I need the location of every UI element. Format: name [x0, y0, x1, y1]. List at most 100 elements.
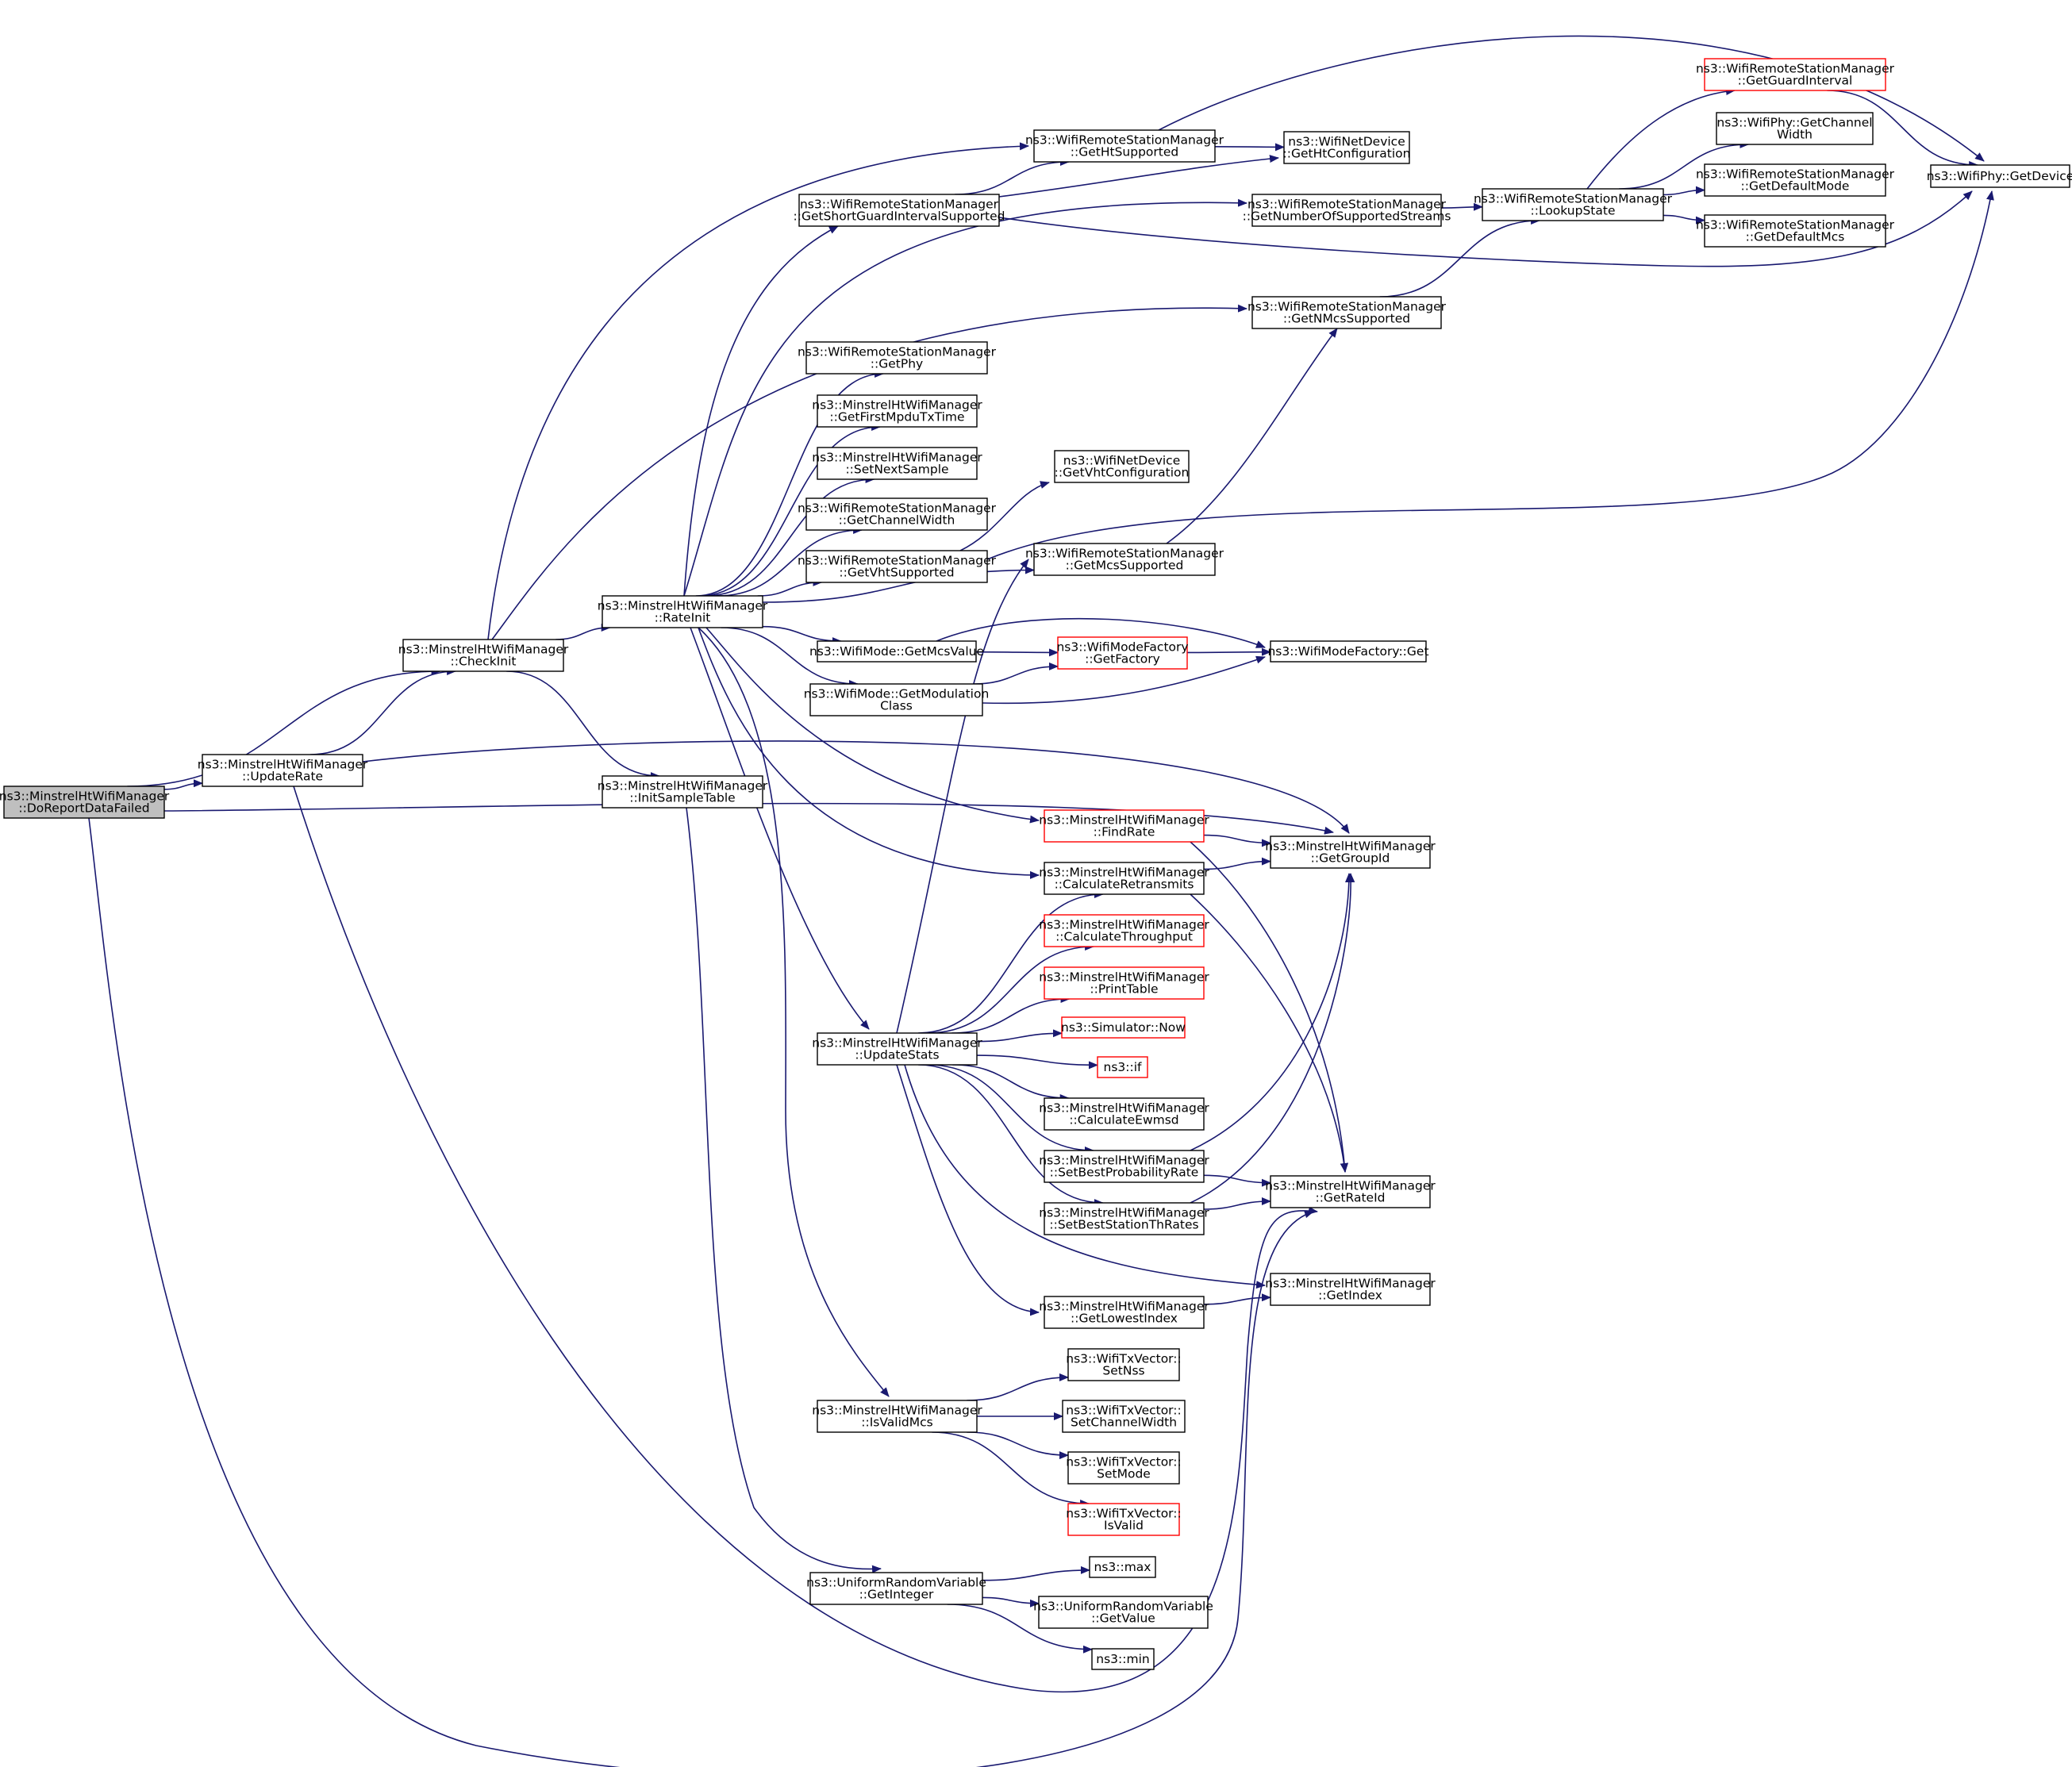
node-getgroupid[interactable]: ns3::MinstrelHtWifiManager::GetGroupId: [1265, 835, 1436, 869]
node-box: [1033, 129, 1216, 163]
node-box: [1251, 296, 1442, 329]
edge-updaterate-to-checkinit: [309, 667, 457, 755]
node-setmode[interactable]: ns3::WifiTxVector::SetMode: [1066, 1451, 1182, 1485]
node-label: ns3::max: [1094, 1560, 1151, 1574]
node-label: ::GetGroupId: [1311, 851, 1390, 866]
node-getchannelwidth[interactable]: ns3::WifiRemoteStationManager::GetChanne…: [798, 497, 997, 531]
edge-updatestats-to-setbeststation: [918, 1064, 1104, 1207]
node-box: [1930, 164, 2070, 188]
node-box: [805, 497, 988, 531]
node-simnow[interactable]: ns3::Simulator::Now: [1061, 1016, 1186, 1039]
node-label: SetMode: [1097, 1467, 1151, 1481]
node-box: [1062, 1400, 1186, 1433]
node-label: ns3::MinstrelHtWifiManager: [812, 1036, 982, 1051]
node-label: ns3::WifiRemoteStationManager: [798, 554, 997, 568]
node-label: ns3::MinstrelHtWifiManager: [1265, 1179, 1436, 1193]
node-box: [1044, 1202, 1205, 1235]
edge-checkinit-to-gethtsupported: [487, 142, 1029, 640]
node-getindex[interactable]: ns3::MinstrelHtWifiManager::GetIndex: [1265, 1273, 1436, 1306]
node-label: ::CalculateRetransmits: [1055, 878, 1194, 892]
node-label: ns3::MinstrelHtWifiManager: [812, 1404, 982, 1418]
node-printtable[interactable]: ns3::MinstrelHtWifiManager::PrintTable: [1039, 966, 1209, 1000]
node-box: [402, 639, 564, 672]
edge-updatestats-to-calcthroughput: [927, 943, 1095, 1034]
node-box: [1044, 966, 1205, 1000]
node-getvhtconfig[interactable]: ns3::WifiNetDevice::GetVhtConfiguration: [1054, 450, 1190, 483]
node-getfirstmpdu[interactable]: ns3::MinstrelHtWifiManager::GetFirstMpdu…: [812, 394, 982, 428]
node-getphy[interactable]: ns3::WifiRemoteStationManager::GetPhy: [798, 341, 997, 375]
node-calcretrans[interactable]: ns3::MinstrelHtWifiManager::CalculateRet…: [1039, 862, 1209, 895]
node-box: [1044, 809, 1205, 843]
node-box: [1057, 636, 1188, 670]
node-getdefaultmode[interactable]: ns3::WifiRemoteStationManager::GetDefaul…: [1696, 163, 1895, 197]
node-setbestprob[interactable]: ns3::MinstrelHtWifiManager::SetBestProba…: [1039, 1150, 1209, 1183]
node-gethtconfig[interactable]: ns3::WifiNetDevice::GetHtConfiguration: [1283, 131, 1411, 164]
node-getdefaultmcs[interactable]: ns3::WifiRemoteStationManager::GetDefaul…: [1696, 214, 1895, 248]
edge-getinteger-to-nsmin: [947, 1604, 1093, 1654]
node-box: [817, 640, 977, 663]
node-label: ns3::MinstrelHtWifiManager: [1039, 918, 1209, 932]
node-getmcsvalue[interactable]: ns3::WifiMode::GetMcsValue: [809, 640, 984, 663]
node-gethtsupported[interactable]: ns3::WifiRemoteStationManager::GetHtSupp…: [1025, 129, 1224, 163]
node-getrateid[interactable]: ns3::MinstrelHtWifiManager::GetRateId: [1265, 1175, 1436, 1208]
edge-doreport-to-getgroupid: [163, 802, 1334, 835]
node-nsif[interactable]: ns3::if: [1097, 1056, 1148, 1078]
node-label: ns3::min: [1096, 1652, 1149, 1666]
node-label: ::IsValidMcs: [861, 1416, 932, 1430]
node-setchanwidth[interactable]: ns3::WifiTxVector::SetChannelWidth: [1062, 1400, 1186, 1433]
edge-getinteger-to-nsmax: [982, 1565, 1090, 1581]
node-box: [1482, 188, 1664, 221]
node-getshortgi[interactable]: ns3::WifiRemoteStationManager::GetShortG…: [794, 194, 1005, 227]
node-isvalidmcs[interactable]: ns3::MinstrelHtWifiManager::IsValidMcs: [812, 1400, 982, 1433]
edge-getmcssupported-to-getnmcs: [1166, 328, 1338, 544]
node-lookupstate[interactable]: ns3::WifiRemoteStationManager::LookupSta…: [1474, 188, 1673, 221]
node-checkinit[interactable]: ns3::MinstrelHtWifiManager::CheckInit: [398, 639, 569, 672]
node-getvhtsupported[interactable]: ns3::WifiRemoteStationManager::GetVhtSup…: [798, 550, 997, 583]
node-label: ::CalculateThroughput: [1055, 930, 1193, 944]
node-label: ns3::WifiRemoteStationManager: [798, 345, 997, 359]
node-getinteger[interactable]: ns3::UniformRandomVariable::GetInteger: [806, 1572, 986, 1605]
node-box: [1054, 450, 1190, 483]
node-box: [1044, 1296, 1205, 1329]
node-updaterate[interactable]: ns3::MinstrelHtWifiManager::UpdateRate: [198, 754, 368, 787]
node-doreport[interactable]: ns3::MinstrelHtWifiManager::DoReportData…: [0, 786, 170, 819]
edge-getmodclass-to-getfactory: [973, 662, 1059, 685]
node-getguardinterval[interactable]: ns3::WifiRemoteStationManager::GetGuardI…: [1696, 58, 1895, 91]
node-calcewmsd[interactable]: ns3::MinstrelHtWifiManager::CalculateEwm…: [1039, 1097, 1209, 1131]
node-box: [1044, 1150, 1205, 1183]
node-label: ::GetDefaultMode: [1741, 179, 1850, 194]
node-rateinit[interactable]: ns3::MinstrelHtWifiManager::RateInit: [598, 595, 768, 628]
node-updatestats[interactable]: ns3::MinstrelHtWifiManager::UpdateStats: [812, 1032, 982, 1066]
node-factoryget[interactable]: ns3::WifiModeFactory::Get: [1267, 640, 1429, 663]
node-getnmcs[interactable]: ns3::WifiRemoteStationManager::GetNMcsSu…: [1247, 296, 1447, 329]
node-nsmax[interactable]: ns3::max: [1089, 1556, 1156, 1578]
node-calcthroughput[interactable]: ns3::MinstrelHtWifiManager::CalculateThr…: [1039, 914, 1209, 947]
node-getlowest[interactable]: ns3::MinstrelHtWifiManager::GetLowestInd…: [1039, 1296, 1209, 1329]
node-getdevice[interactable]: ns3::WifiPhy::GetDevice: [1927, 164, 2072, 188]
node-label: ::InitSampleTable: [629, 791, 735, 805]
node-box: [809, 683, 983, 716]
node-label: ::CheckInit: [451, 655, 517, 669]
node-getnumstreams[interactable]: ns3::WifiRemoteStationManager::GetNumber…: [1243, 194, 1451, 227]
node-isvalid[interactable]: ns3::WifiTxVector::IsValid: [1066, 1503, 1182, 1536]
edge-getmodclass-to-factoryget: [982, 655, 1266, 705]
edge-findrate-to-getgroupid: [1203, 834, 1271, 847]
node-setnextsample[interactable]: ns3::MinstrelHtWifiManager::SetNextSampl…: [812, 447, 982, 480]
node-getfactory[interactable]: ns3::WifiModeFactory::GetFactory: [1056, 636, 1189, 670]
node-label: ::SetBestStationThRates: [1049, 1218, 1198, 1232]
node-getchannelwidthphy[interactable]: ns3::WifiPhy::GetChannelWidth: [1716, 112, 1874, 145]
node-setnss[interactable]: ns3::WifiTxVector::SetNss: [1066, 1348, 1182, 1381]
node-label: ns3::WifiRemoteStationManager: [1247, 300, 1447, 314]
node-label: ns3::MinstrelHtWifiManager: [398, 643, 569, 657]
node-findrate[interactable]: ns3::MinstrelHtWifiManager::FindRate: [1039, 809, 1209, 843]
node-initsample[interactable]: ns3::MinstrelHtWifiManager::InitSampleTa…: [598, 775, 768, 809]
node-getmcssupported[interactable]: ns3::WifiRemoteStationManager::GetMcsSup…: [1025, 543, 1224, 576]
node-box: [602, 595, 763, 628]
node-label: ns3::MinstrelHtWifiManager: [598, 779, 768, 793]
node-getvalue[interactable]: ns3::UniformRandomVariable::GetValue: [1033, 1596, 1213, 1629]
node-setbeststation[interactable]: ns3::MinstrelHtWifiManager::SetBestStati…: [1039, 1202, 1209, 1235]
edge-updaterate-to-getgroupid: [362, 740, 1350, 834]
node-box: [817, 1400, 978, 1433]
node-nsmin[interactable]: ns3::min: [1091, 1648, 1155, 1670]
